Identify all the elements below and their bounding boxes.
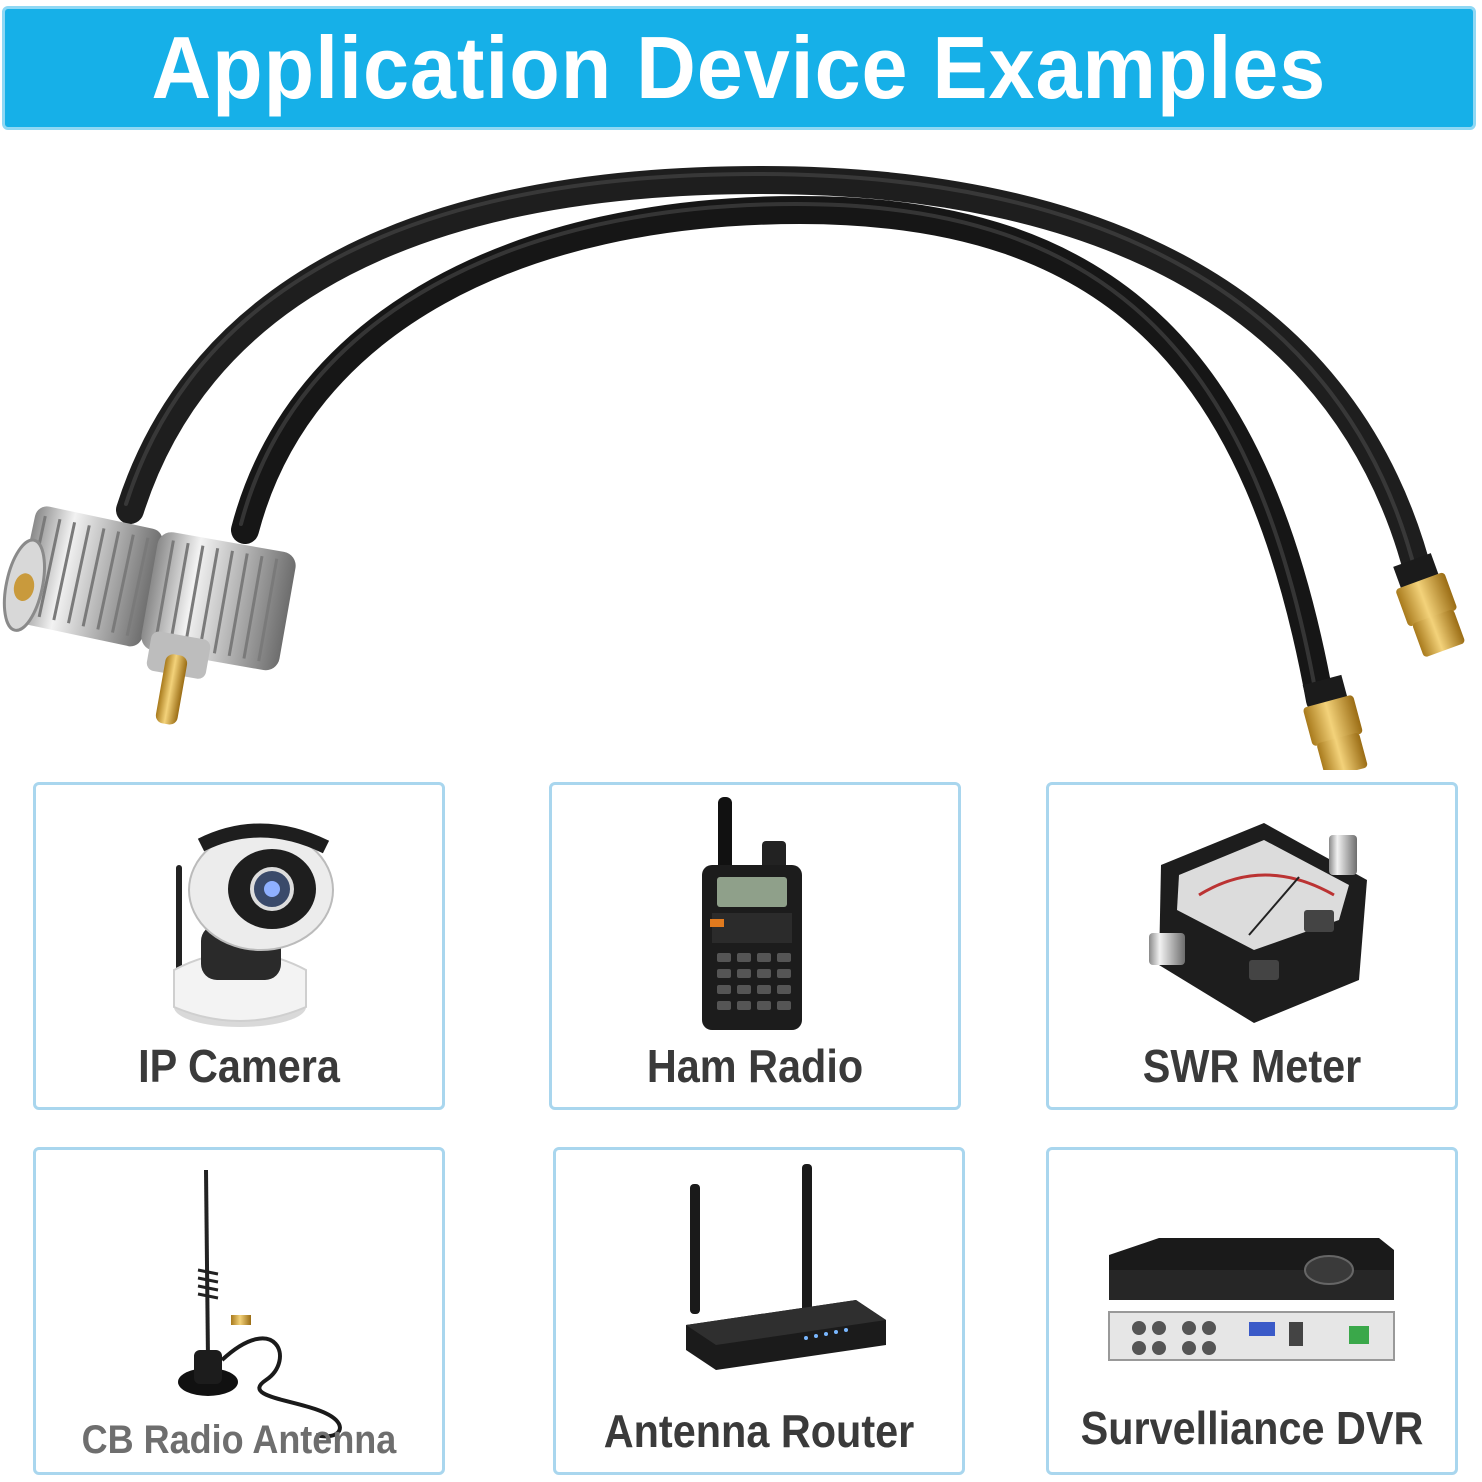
device-card-antenna-router: Antenna Router xyxy=(553,1147,965,1475)
device-card-ip-camera: IP Camera xyxy=(33,782,445,1110)
ham-radio-icon xyxy=(702,797,802,1030)
header-banner: Application Device Examples xyxy=(2,6,1476,130)
device-label: IP Camera xyxy=(138,1040,340,1092)
device-label: CB Radio Antenna xyxy=(81,1418,397,1462)
device-label: Survelliance DVR xyxy=(1080,1402,1424,1454)
antenna-icon xyxy=(178,1169,342,1439)
ip-camera-icon xyxy=(173,823,334,1027)
coax-cable-pair-illustration xyxy=(2,165,1465,778)
dvr-icon xyxy=(1108,1238,1395,1361)
device-card-surveillance-dvr: Survelliance DVR xyxy=(1046,1147,1458,1475)
device-label: Ham Radio xyxy=(646,1040,864,1092)
device-card-cb-radio-antenna: CB Radio Antenna xyxy=(33,1147,445,1475)
device-label: Antenna Router xyxy=(603,1405,915,1457)
swr-meter-icon xyxy=(1149,823,1367,1023)
device-card-ham-radio: Ham Radio xyxy=(549,782,961,1110)
cable-illustration xyxy=(0,140,1482,778)
router-icon xyxy=(686,1164,886,1370)
device-card-swr-meter: SWR Meter xyxy=(1046,782,1458,1110)
device-label: SWR Meter xyxy=(1142,1040,1362,1092)
page-title: Application Device Examples xyxy=(151,18,1327,117)
